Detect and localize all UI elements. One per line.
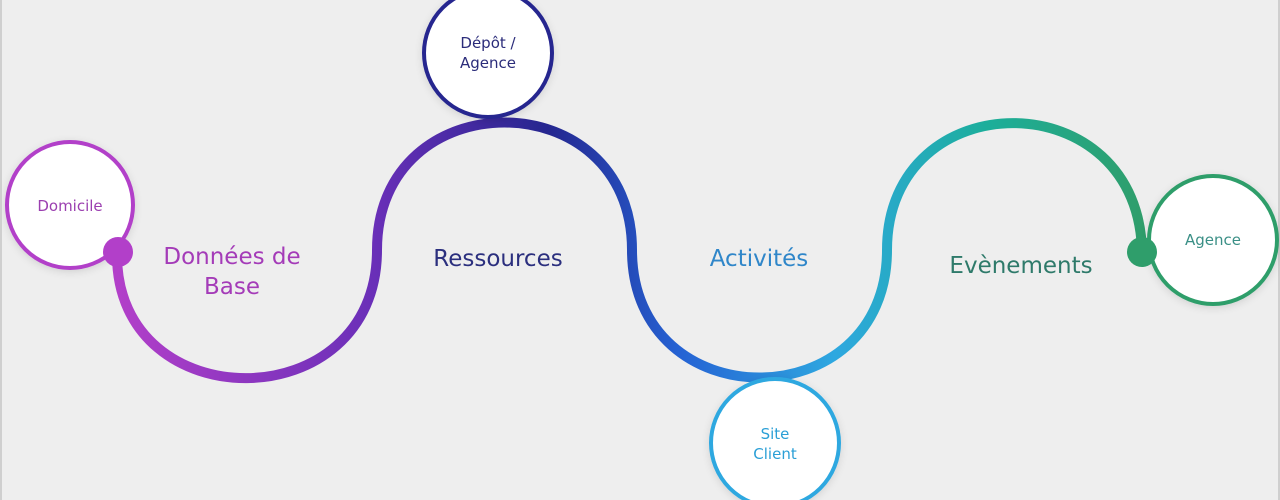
start-dot [103,237,133,267]
depot-text-line1: Dépôt / [460,34,516,52]
domicile-text: Domicile [37,197,103,215]
site-client-text-line2: Client [753,445,797,463]
agence-text: Agence [1185,231,1241,249]
site-client-node-label: Site Client [753,424,796,464]
depot-text-line2: Agence [460,54,516,72]
site-client-text-line1: Site [760,425,790,443]
stage-donnees-line2: Base [203,274,260,300]
flow-wave-path [112,117,1147,383]
depot-node-circle [422,0,554,119]
stage-donnees-line1: Données de [163,244,301,270]
stage-ressources-text: Ressources [433,246,563,272]
domicile-node-circle [5,140,135,270]
stage-evenements-text: Evènements [949,253,1093,279]
stage-label-evenements: Evènements [949,251,1092,281]
stage-label-ressources: Ressources [433,244,562,274]
stage-activites-text: Activités [709,246,809,272]
depot-node-label: Dépôt / Agence [460,33,516,73]
stage-label-activites: Activités [710,244,809,274]
site-client-node-circle [709,377,841,500]
domicile-node-label: Domicile [37,196,102,216]
stage-label-donnees: Données de Base [163,242,300,302]
end-dot [1127,237,1157,267]
agence-node-label: Agence [1185,230,1241,250]
